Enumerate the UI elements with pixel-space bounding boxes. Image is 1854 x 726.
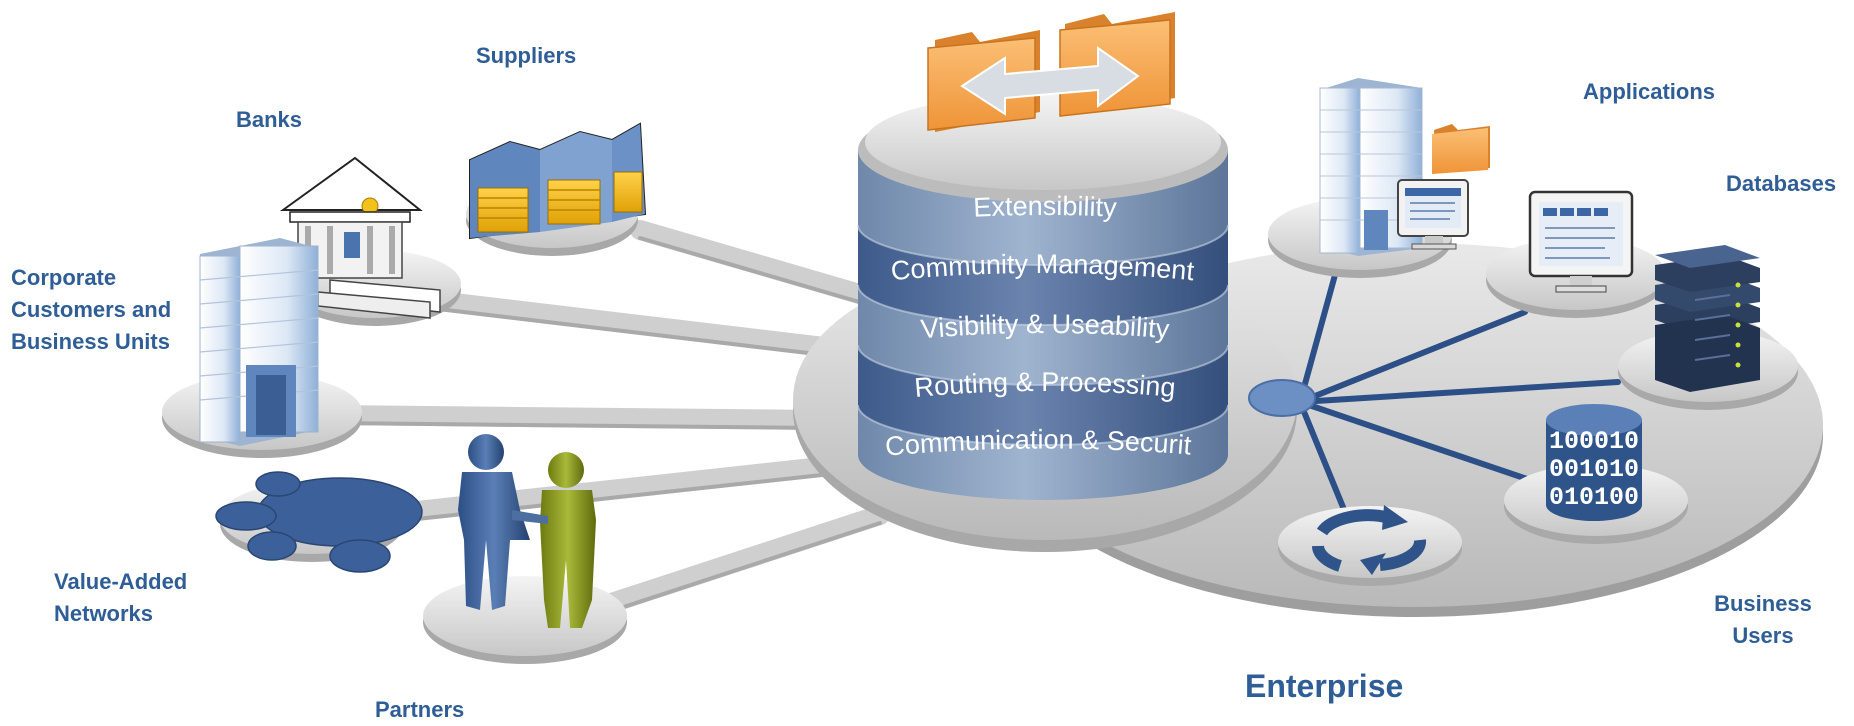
label-databases: Databases [1726,171,1837,196]
label-suppliers: Suppliers [476,43,577,68]
enterprise-hub-node [1248,379,1316,417]
corporate-building-icon [199,238,319,446]
label-corporate-line2: Customers and [11,297,172,322]
partners-handshake-icon [458,434,596,628]
databases-monitor-icon [1528,190,1634,293]
layer-routing-processing: Routing & Processing [913,367,1177,403]
suppliers-warehouse-icon [469,122,647,240]
value-added-network-icon [215,471,423,573]
applications-monitor-icon [1397,179,1469,250]
binary-row-3: 010100 [1549,483,1639,512]
label-corporate-line1: Corporate [11,265,117,290]
server-stack-icon [1655,245,1760,392]
label-applications: Applications [1583,79,1716,104]
label-partners: Partners [375,697,465,722]
label-enterprise: Enterprise [1245,668,1404,704]
label-corporate-line3: Business Units [11,329,170,354]
binary-database-icon: 100010 001010 010100 [1546,404,1642,521]
layer-extensibility: Extensibility [973,191,1118,223]
layer-visibility-useability: Visibility & Useability [920,309,1171,344]
binary-row-2: 001010 [1549,455,1639,484]
label-business-users-line2: Users [1732,623,1794,648]
applications-folder-icon [1432,124,1490,174]
connector-bars [320,220,890,620]
binary-row-1: 100010 [1549,427,1639,456]
label-banks: Banks [236,107,303,132]
label-van-line1: Value-Added [54,569,188,594]
refresh-cycle-icon [1312,509,1427,572]
label-business-users-line1: Business [1714,591,1812,616]
label-van-line2: Networks [54,601,154,626]
applications-building-icon [1319,78,1423,256]
enterprise-hub-links [1297,272,1621,515]
folder-exchange-icon [927,12,1175,132]
